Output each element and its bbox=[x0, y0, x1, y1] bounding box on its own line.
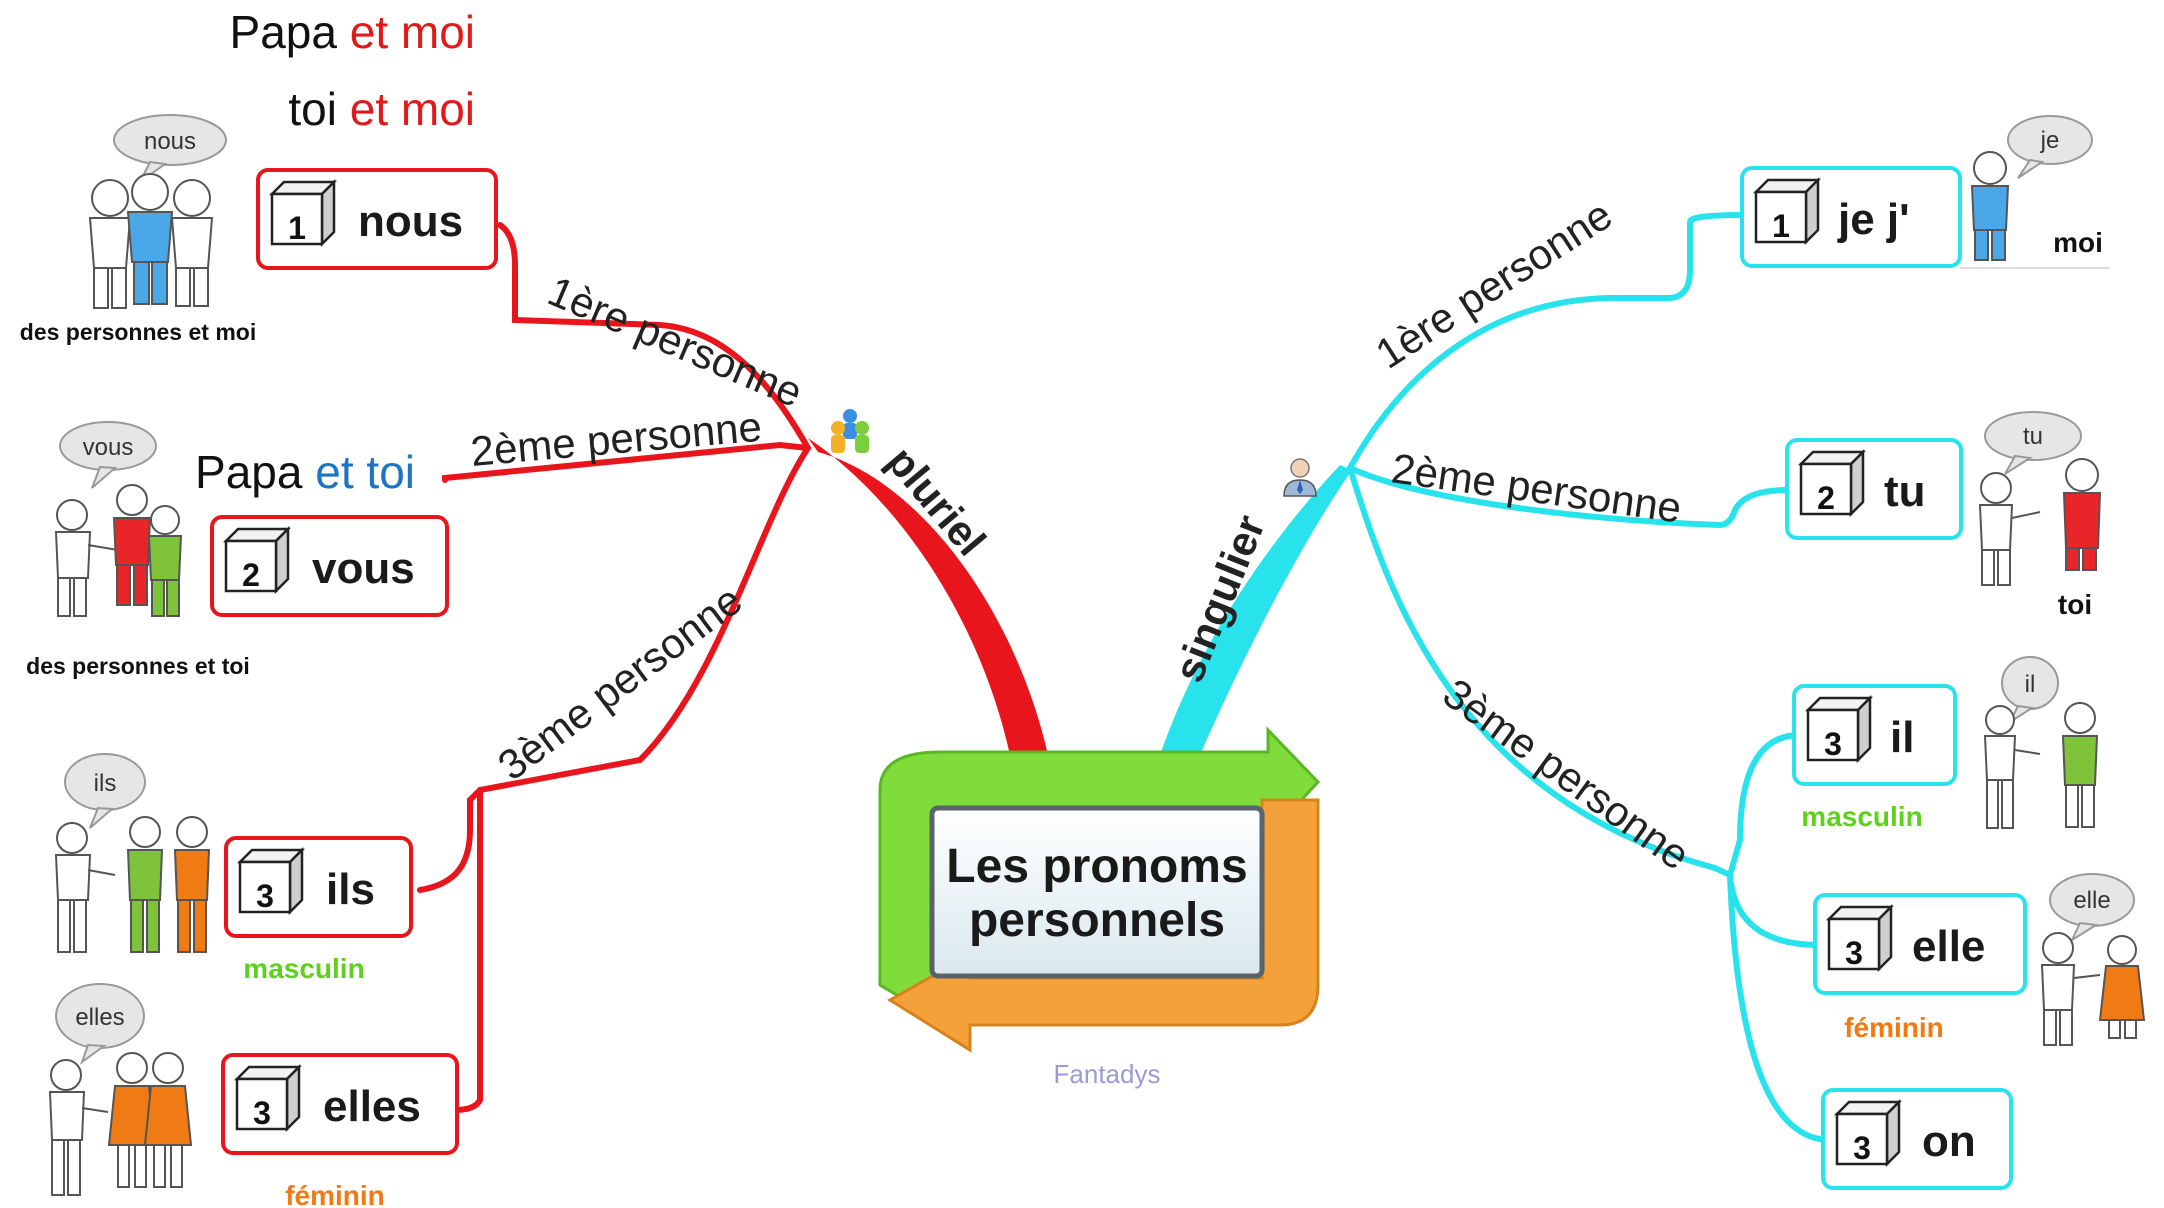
speech-bubble-tu: tu bbox=[2023, 423, 2043, 450]
pronoun-label: je j' bbox=[1837, 195, 1910, 244]
person-number: 1 bbox=[1772, 208, 1790, 244]
gender-masculin-label: masculin bbox=[243, 953, 364, 984]
branch-label-plural-1ere: 1ère personne bbox=[541, 267, 809, 416]
speech-bubble-elle: elle bbox=[2073, 887, 2110, 914]
pronoun-box-ils[interactable]: 3 ils bbox=[224, 836, 413, 938]
speech-bubble-nous: nous bbox=[144, 128, 196, 155]
singular-trunk bbox=[1160, 465, 1352, 755]
people-illustration-je: je bbox=[1970, 115, 2093, 261]
person-number: 3 bbox=[1845, 935, 1863, 971]
example-papa-et-toi: Papa et toi bbox=[195, 446, 415, 498]
branch-label-singular-2eme: 2ème personne bbox=[1389, 444, 1685, 531]
example-toi-et-moi: toi et moi bbox=[288, 83, 475, 135]
person-number: 3 bbox=[1853, 1130, 1871, 1166]
people-illustration-ils: ils bbox=[54, 753, 211, 953]
people-illustration-nous: nous bbox=[88, 114, 227, 309]
pronoun-label: nous bbox=[358, 197, 463, 246]
group-people-icon bbox=[831, 409, 869, 453]
pronoun-label: vous bbox=[312, 544, 415, 593]
person-number: 3 bbox=[256, 878, 274, 914]
person-number: 3 bbox=[1824, 726, 1842, 762]
people-illustration-vous: vous bbox=[54, 421, 183, 617]
pronoun-box-je[interactable]: 1 je j' bbox=[1740, 166, 1962, 268]
person-number: 1 bbox=[288, 210, 306, 246]
caption-des-personnes-et-moi: des personnes et moi bbox=[20, 319, 256, 345]
credit-fantadys: Fantadys bbox=[1054, 1059, 1161, 1089]
pronoun-label: il bbox=[1890, 713, 1914, 762]
gender-feminin-label: féminin bbox=[1844, 1012, 1944, 1043]
speech-bubble-vous: vous bbox=[83, 434, 134, 461]
person-number: 2 bbox=[242, 557, 260, 593]
speech-bubble-ils: ils bbox=[94, 770, 117, 797]
gender-feminin-label: féminin bbox=[285, 1180, 385, 1208]
pronoun-box-vous[interactable]: 2 vous bbox=[210, 515, 449, 617]
pronoun-label: elle bbox=[1912, 922, 1985, 971]
gender-masculin-label: masculin bbox=[1801, 801, 1922, 832]
people-illustration-il: il bbox=[1983, 656, 2099, 829]
speech-bubble-je: je bbox=[2040, 127, 2060, 154]
pronoun-box-il[interactable]: 3 il bbox=[1792, 684, 1957, 786]
example-papa-et-moi: Papa et moi bbox=[230, 6, 475, 58]
pronoun-box-elle[interactable]: 3 elle bbox=[1813, 893, 2027, 995]
pronoun-box-on[interactable]: 3 on bbox=[1821, 1088, 2013, 1190]
pronoun-box-elles[interactable]: 3 elles bbox=[221, 1053, 459, 1155]
pronoun-label: elles bbox=[323, 1082, 421, 1131]
caption-des-personnes-et-toi: des personnes et toi bbox=[26, 653, 250, 679]
pronoun-box-tu[interactable]: 2 tu bbox=[1785, 438, 1963, 540]
people-illustration-elle: elle bbox=[2040, 873, 2146, 1046]
pronoun-box-nous[interactable]: 1 nous bbox=[256, 168, 498, 270]
pronoun-label: tu bbox=[1884, 467, 1926, 516]
speech-bubble-il: il bbox=[2025, 671, 2036, 698]
plural-trunk bbox=[808, 438, 1048, 755]
center-node: Les pronoms personnels bbox=[878, 726, 1321, 1053]
caption-moi: moi bbox=[2053, 227, 2103, 258]
person-number: 3 bbox=[253, 1095, 271, 1131]
single-person-icon bbox=[1283, 458, 1317, 497]
branch-label-singular-3eme: 3ème personne bbox=[1435, 669, 1699, 879]
branch-label-singular-1ere: 1ère personne bbox=[1367, 191, 1620, 378]
pronoun-label: on bbox=[1922, 1117, 1976, 1166]
caption-toi: toi bbox=[2058, 589, 2092, 620]
center-title-line1: Les pronoms bbox=[946, 840, 1247, 893]
center-title-line2: personnels bbox=[969, 894, 1225, 947]
pronoun-label: ils bbox=[326, 865, 375, 914]
branch-label-plural-3eme: 3ème personne bbox=[489, 576, 750, 789]
people-illustration-elles: elles bbox=[48, 983, 193, 1196]
speech-bubble-elles: elles bbox=[75, 1004, 124, 1031]
singular-connectors bbox=[1347, 212, 1833, 1143]
people-illustration-tu: tu bbox=[1978, 411, 2102, 586]
person-number: 2 bbox=[1817, 480, 1835, 516]
